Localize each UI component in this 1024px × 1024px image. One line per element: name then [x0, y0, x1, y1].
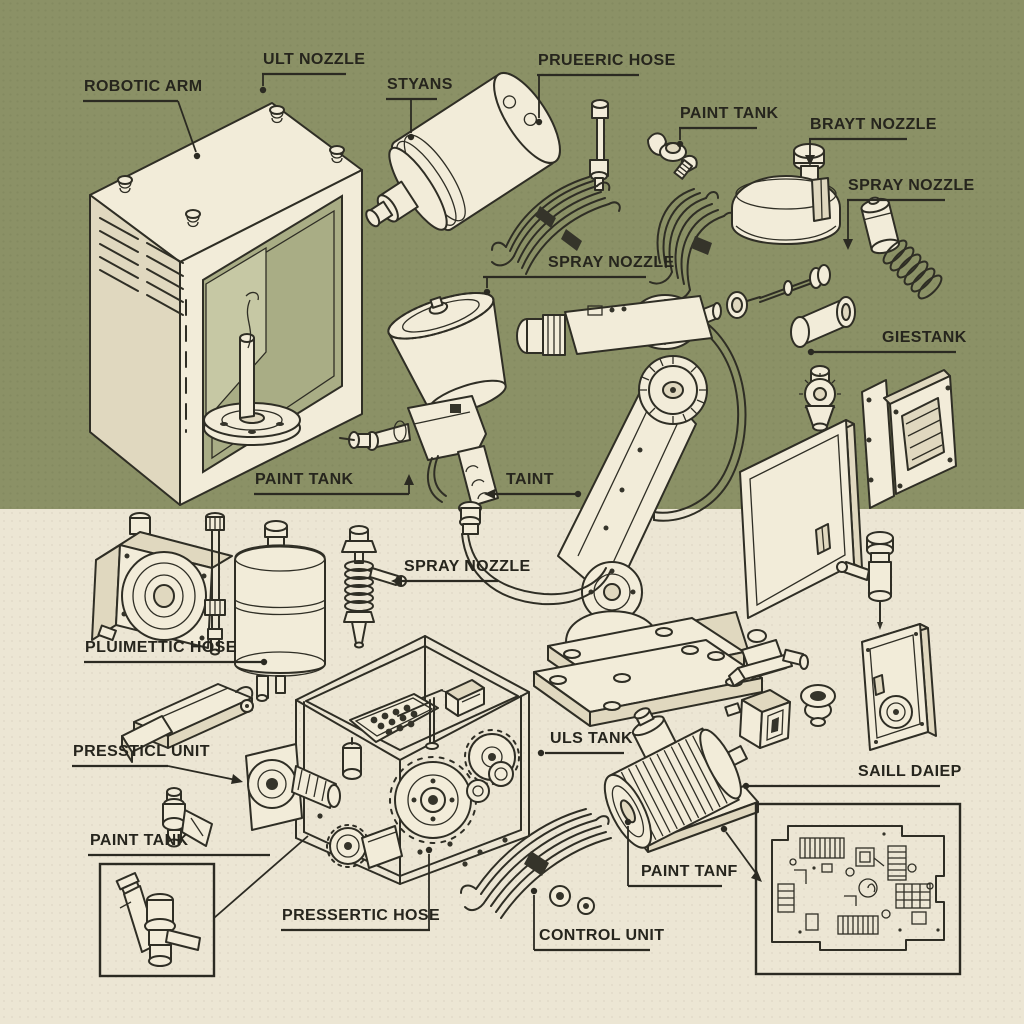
- hose-rod-illustration: [204, 512, 226, 656]
- label-text: GIESTANK: [882, 329, 967, 346]
- label-text: PAINT TANK: [90, 832, 189, 849]
- label-pressticl-unit: PRESSTICL UNIT: [73, 743, 210, 761]
- label-text: ULS TANK: [550, 730, 633, 747]
- label-text: PLUIMETTIC HOSE: [85, 639, 237, 656]
- label-uls-tank: ULS TANK: [550, 730, 633, 748]
- label-text: CONTROL UNIT: [539, 927, 665, 944]
- mount-bracket-illustration: [861, 369, 957, 509]
- label-text: SAILL DAIEP: [858, 763, 962, 780]
- coil-spring-illustration: [882, 239, 943, 300]
- label-text: PAINT TANK: [680, 105, 779, 122]
- needle-valve-illustration: [836, 531, 894, 630]
- label-prueeric-hose: PRUEERIC HOSE: [538, 52, 676, 70]
- label-spray-nozzle-lm: SPRAY NOZZLE: [404, 558, 531, 576]
- label-text: SPRAY NOZZLE: [404, 558, 531, 575]
- robot-arm-illustration: [516, 295, 763, 727]
- spray-booth-cabinet-illustration: [89, 102, 363, 506]
- leader-lines: [72, 72, 956, 952]
- paint-jug-illustration: [731, 143, 841, 245]
- label-text: PRESSTICL UNIT: [73, 743, 210, 760]
- filter-canister-illustration: [234, 520, 326, 702]
- plate-device-illustration: [861, 623, 937, 751]
- vent-slats: [99, 217, 184, 316]
- wing-nut-illustration: [647, 132, 698, 180]
- grommet-illustration: [800, 684, 836, 727]
- connector-block-illustration: [724, 689, 791, 749]
- label-saill-daiep: SAILL DAIEP: [858, 763, 962, 781]
- label-text: TAINT: [506, 471, 554, 488]
- label-paint-tanf: PAINT TANF: [641, 863, 738, 881]
- fitting-rod-illustration: [589, 99, 609, 191]
- label-text: PAINT TANK: [255, 471, 354, 488]
- label-ult-nozzle: ULT NOZZLE: [263, 51, 365, 69]
- label-pluimettic-hose: PLUIMETTIC HOSE: [85, 639, 237, 657]
- circuit-board-inset: [754, 802, 962, 976]
- label-text: ULT NOZZLE: [263, 51, 366, 68]
- small-valve-illustration: [799, 365, 841, 432]
- cable-hank-bottom-illustration: [460, 808, 612, 919]
- label-taint: TAINT: [506, 471, 554, 489]
- label-control-unit: CONTROL UNIT: [539, 927, 664, 945]
- valve-inset-detail: [98, 862, 216, 978]
- label-text: ROBOTIC ARM: [84, 78, 203, 95]
- wire-hank-left-illustration: [491, 176, 621, 275]
- label-brayt-nozzle: BRAYT NOZZLE: [810, 116, 937, 134]
- label-text: SPRAY NOZZLE: [848, 177, 975, 194]
- label-text: PRUEERIC HOSE: [538, 52, 676, 69]
- label-paint-tank-gun: PAINT TANK: [255, 471, 354, 489]
- access-panel-illustration: [739, 419, 863, 619]
- handle-clamp-illustration: [121, 683, 254, 763]
- label-giestank: GIESTANK: [882, 329, 967, 347]
- nozzle-valve-assembly-illustration: [341, 525, 407, 649]
- cabinet-screws: [117, 105, 345, 228]
- fastener-assembly-illustration: [726, 264, 856, 348]
- label-paint-tank-bl: PAINT TANK: [90, 832, 189, 850]
- pump-gearbox-illustration: [91, 512, 233, 649]
- spray-gun-illustration: [339, 291, 611, 606]
- gear-control-box-illustration: [245, 635, 530, 885]
- air-tank-illustration: [365, 72, 561, 232]
- sensor-bracket-illustration: [728, 629, 809, 687]
- wire-hank-right-illustration: [649, 188, 737, 301]
- label-text: STYANS: [387, 76, 453, 93]
- label-robotic-arm: ROBOTIC ARM: [84, 78, 202, 96]
- label-styans: STYANS: [387, 76, 453, 94]
- label-text: PRESSERTIC HOSE: [282, 907, 441, 924]
- label-spray-nozzle-tr: SPRAY NOZZLE: [848, 177, 975, 195]
- small-pressure-valve-illustration: [162, 787, 213, 848]
- battery-cartridge-illustration: [860, 196, 900, 255]
- label-spray-nozzle-c: SPRAY NOZZLE: [548, 254, 675, 272]
- label-text: BRAYT NOZZLE: [810, 116, 937, 133]
- electric-motor-illustration: [603, 707, 759, 853]
- label-text: PAINT TANF: [641, 863, 738, 880]
- label-pressertic-hose: PRESSERTIC HOSE: [282, 907, 440, 925]
- label-paint-tank-top: PAINT TANK: [680, 105, 779, 123]
- label-text: SPRAY NOZZLE: [548, 254, 675, 271]
